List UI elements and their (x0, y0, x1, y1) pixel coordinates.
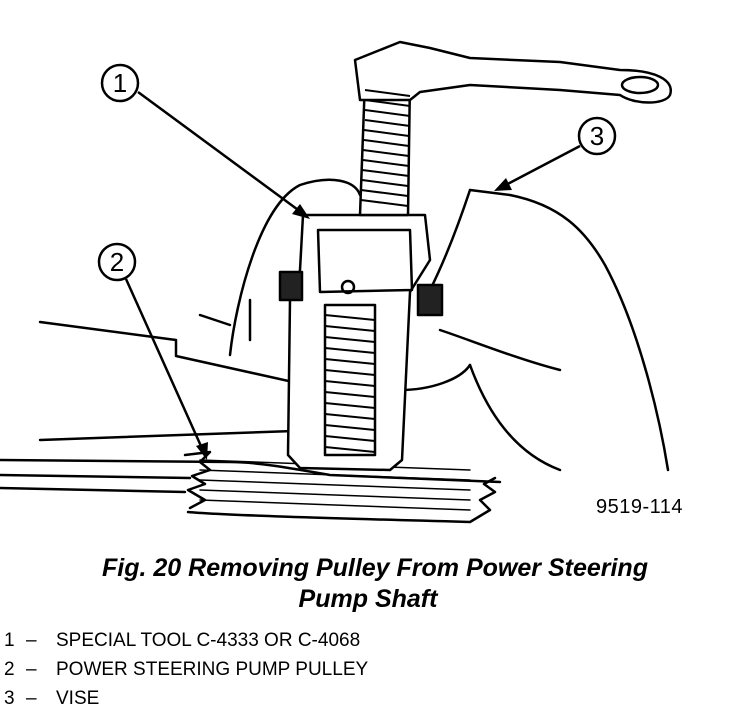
callout-3-number: 3 (590, 121, 604, 151)
callout-1: 1 (100, 63, 310, 219)
callout-3: 3 (494, 116, 617, 191)
caption-line-1: Fig. 20 Removing Pulley From Power Steer… (102, 554, 648, 582)
special-tool (278, 40, 672, 472)
callout-2: 2 (97, 242, 208, 460)
legend-item: 3 – VISE (4, 684, 368, 713)
legend-number: 3 (4, 688, 15, 709)
callout-2-number: 2 (110, 247, 124, 277)
legend-separator: – (26, 659, 37, 680)
legend-label: SPECIAL TOOL C-4333 OR C-4068 (56, 630, 361, 651)
legend-separator: – (26, 630, 37, 651)
legend-number: 2 (4, 659, 15, 680)
callout-1-number: 1 (113, 68, 127, 98)
legend: 1 – SPECIAL TOOL C-4333 OR C-4068 2 – PO… (4, 626, 368, 713)
diagram-illustration: 1 2 3 (0, 40, 672, 524)
pulley (0, 450, 502, 524)
legend-number: 1 (4, 630, 15, 651)
figure-caption: Fig. 20 Removing Pulley From Power Steer… (0, 553, 736, 615)
legend-label: VISE (56, 688, 100, 709)
figure-code: 9519-114 (596, 496, 684, 518)
caption-line-2: Pump Shaft (298, 585, 438, 613)
vise (38, 178, 670, 472)
legend-label: POWER STEERING PUMP PULLEY (56, 659, 369, 680)
legend-item: 1 – SPECIAL TOOL C-4333 OR C-4068 (4, 626, 368, 655)
legend-separator: – (26, 688, 37, 709)
screw-threads (324, 89, 411, 453)
legend-item: 2 – POWER STEERING PUMP PULLEY (4, 655, 368, 684)
